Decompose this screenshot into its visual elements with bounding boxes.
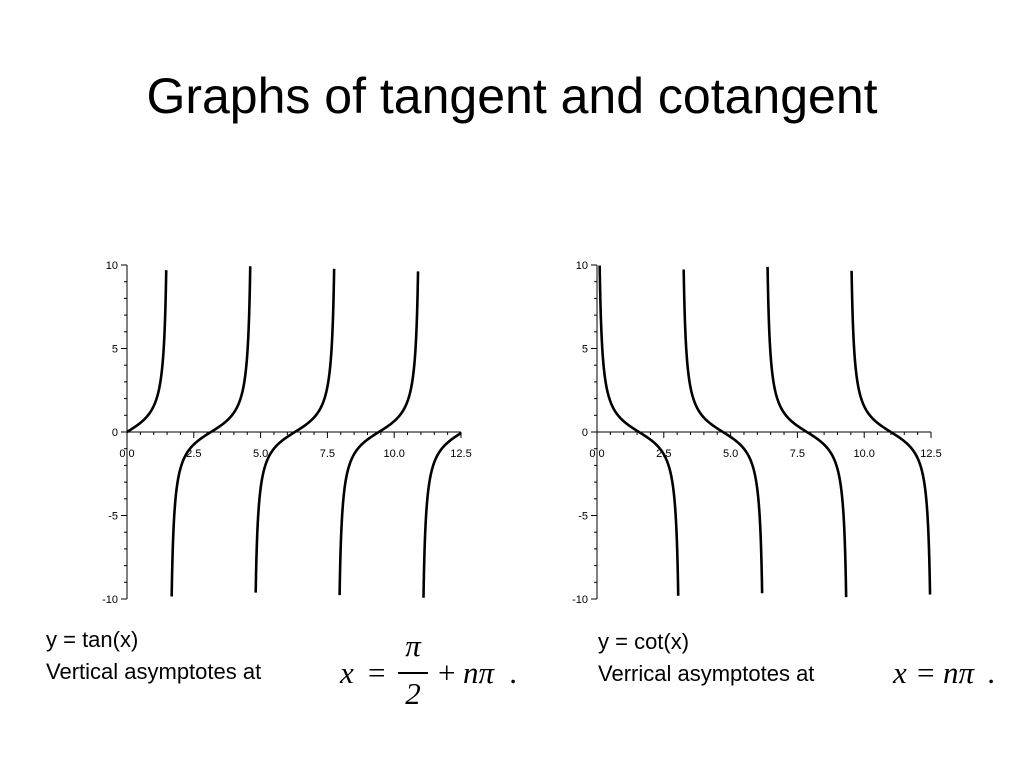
formula-lhs: x: [340, 655, 354, 690]
cot-curve: [598, 265, 932, 598]
y-tick-label: -5: [578, 511, 588, 523]
formula-equals: =: [366, 655, 387, 690]
formula-period: .: [988, 655, 996, 690]
y-tick-label: 10: [106, 260, 118, 272]
y-tick-label: -10: [102, 594, 118, 606]
y-tick-label: 5: [582, 344, 588, 356]
x-tick-label: 5.0: [253, 448, 268, 460]
formula-numerator: π: [405, 628, 421, 663]
formula-plus: +: [436, 655, 457, 690]
tan-curve: [125, 266, 463, 598]
x-tick-label: 0.0: [589, 448, 604, 460]
y-tick-label: -5: [108, 511, 118, 523]
y-tick-label: -10: [572, 594, 588, 606]
formula-period: .: [510, 655, 518, 690]
x-tick-label: 10.0: [383, 448, 404, 460]
tan-caption-asymptotes: Vertical asymptotes at: [46, 659, 262, 684]
tan-caption-function: y = tan(x): [46, 627, 139, 652]
cot-caption-function: y = cot(x): [598, 629, 690, 654]
x-tick-label: 2.5: [186, 448, 201, 460]
formula-term: nπ: [463, 655, 495, 690]
formula-denominator: 2: [405, 676, 421, 711]
x-tick-label: 7.5: [320, 448, 335, 460]
tan-caption: y = tan(x) Vertical asymptotes at: [46, 624, 261, 688]
formula-term: nπ: [943, 655, 975, 690]
x-tick-label: 12.5: [920, 448, 941, 460]
x-tick-label: 10.0: [853, 448, 874, 460]
cot-caption: y = cot(x) Verrical asymptotes at: [598, 626, 814, 690]
x-tick-label: 7.5: [790, 448, 805, 460]
y-tick-label: 0: [112, 427, 118, 439]
y-tick-label: 10: [576, 260, 588, 272]
y-tick-label: 0: [582, 427, 588, 439]
formula-equals: =: [915, 655, 936, 690]
x-tick-label: 12.5: [450, 448, 471, 460]
cot-caption-asymptotes: Verrical asymptotes at: [598, 661, 815, 686]
slide-title: Graphs of tangent and cotangent: [146, 68, 878, 124]
y-tick-label: 5: [112, 344, 118, 356]
fraction-bar: [398, 672, 428, 674]
formula-lhs: x: [893, 655, 907, 690]
x-tick-label: 0.0: [119, 448, 134, 460]
x-tick-label: 5.0: [723, 448, 738, 460]
